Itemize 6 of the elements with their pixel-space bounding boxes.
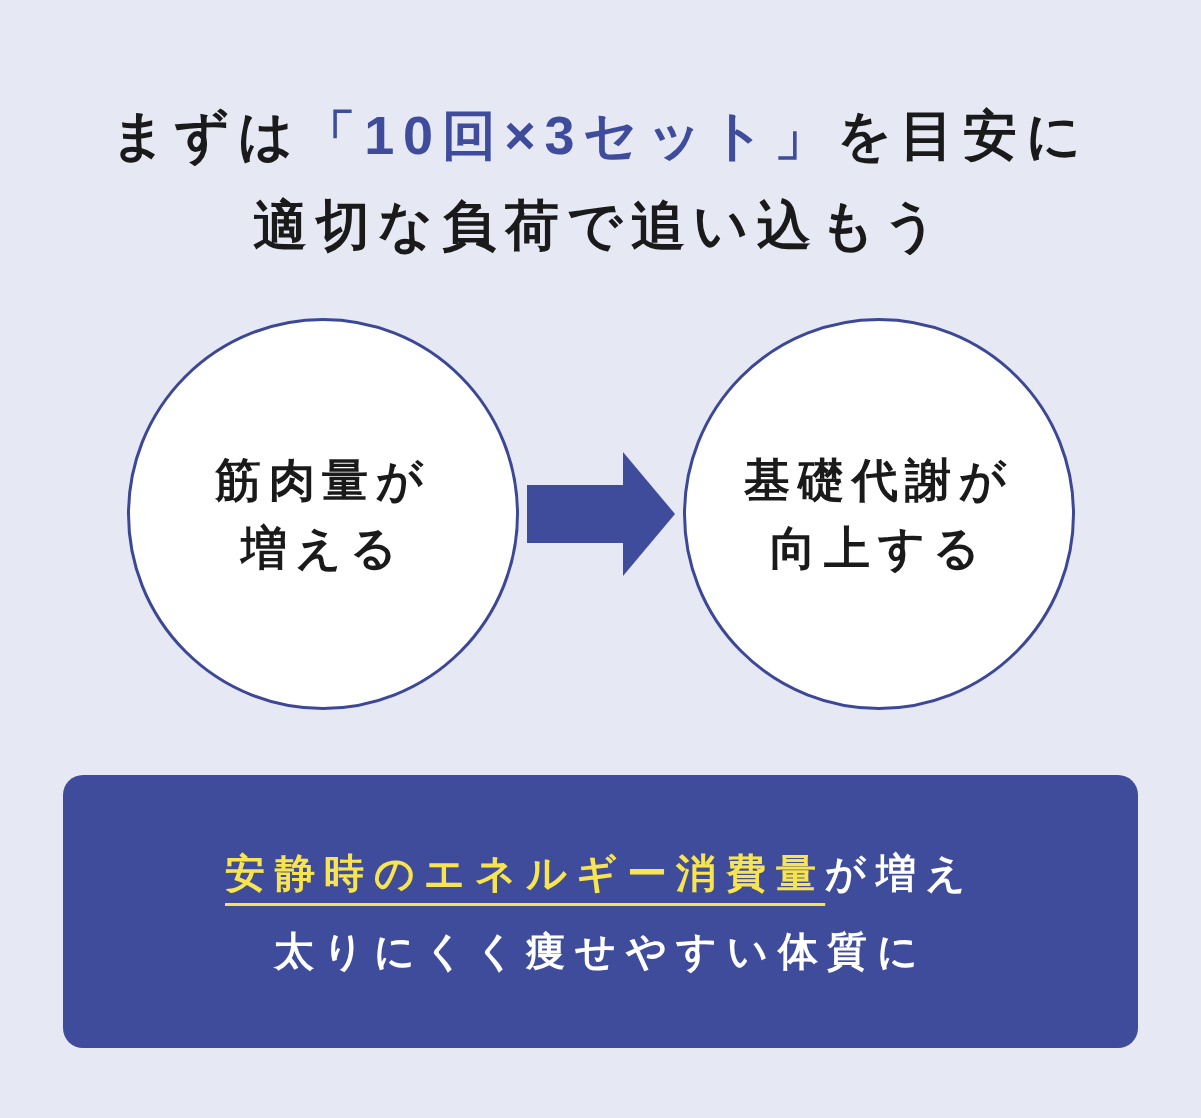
node-text: 筋肉量が増える: [213, 453, 433, 576]
summary-panel: [63, 775, 1138, 1048]
block-arrow: [527, 452, 675, 576]
node-text: 基礎代謝が向上する: [742, 453, 1016, 576]
summary-text: 安静時のエネルギー消費量が増え太りにくく痩せやすい体質に: [224, 849, 977, 975]
title: まずは「10回×3セット」を目安に適切な負荷で追い込もう: [109, 104, 1091, 257]
